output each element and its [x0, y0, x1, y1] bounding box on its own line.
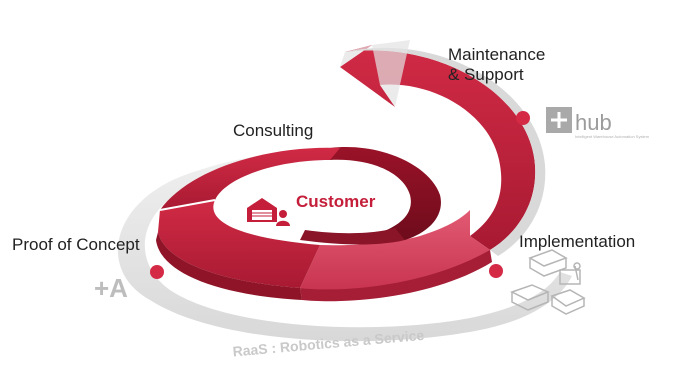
maintenance-label-line2: & Support — [448, 65, 524, 84]
hub-logo: hub Intelligent Warehouse Automation Sys… — [546, 107, 650, 139]
stage-dot-consulting — [516, 111, 530, 125]
center-customer-label: Customer — [296, 192, 376, 211]
inner-segment-split — [300, 228, 405, 245]
maintenance-label-line1: Maintenance — [448, 45, 545, 64]
segment-divider-1 — [159, 199, 216, 211]
inner-dark-accent — [330, 147, 441, 240]
proof-of-concept-segment — [158, 200, 320, 288]
proof-of-concept-label: Proof of Concept — [12, 235, 140, 254]
implementation-label: Implementation — [519, 232, 635, 251]
customer-icon — [247, 198, 290, 226]
implementation-segment — [300, 210, 490, 291]
consulting-segment — [160, 147, 340, 210]
maintenance-support-arrow — [340, 45, 536, 250]
plus-a-logo: +A — [94, 273, 128, 303]
left-segment-side — [156, 232, 302, 300]
stage-dot-implementation — [489, 264, 503, 278]
consulting-label: Consulting — [233, 121, 313, 140]
arrow-head-outline — [340, 40, 410, 107]
robot-illustrations-icon — [510, 249, 586, 315]
stage-dot-proof-of-concept — [150, 265, 164, 279]
implementation-side — [300, 250, 492, 302]
hub-logo-text: hub — [575, 110, 612, 135]
hub-logo-subtitle: Intelligent Warehouse Automation System — [575, 134, 650, 139]
